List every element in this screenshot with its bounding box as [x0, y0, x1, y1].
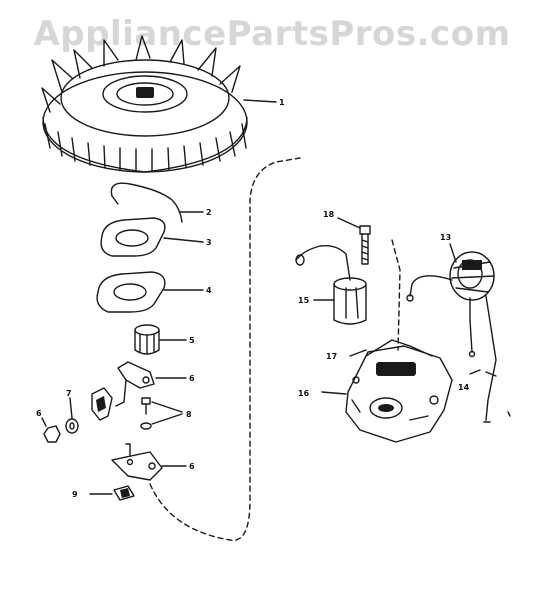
leads[interactable]: 14 — [406, 275, 511, 423]
callout-bracket: 6 — [189, 462, 195, 471]
contact-point[interactable] — [91, 387, 113, 421]
nut[interactable]: 6 — [36, 409, 61, 443]
callout-18: 18 — [323, 210, 335, 219]
callout-4: 4 — [206, 286, 212, 295]
callout-5: 5 — [189, 336, 195, 345]
plate-a[interactable]: 3 — [100, 217, 212, 257]
bracket-lower[interactable]: 6 — [111, 443, 195, 481]
washer[interactable]: 7 — [65, 389, 79, 434]
callout-9: 8 — [186, 410, 192, 419]
coil[interactable]: 13 — [440, 233, 495, 301]
callout-7: 7 — [66, 389, 72, 398]
callout-1: 1 — [279, 98, 285, 107]
flywheel[interactable]: 1 — [41, 35, 285, 173]
callout-3: 3 — [206, 238, 212, 247]
callout-17: 17 — [326, 352, 337, 361]
callout-6: 6 — [189, 374, 195, 383]
breaker-arm[interactable]: 6 — [115, 361, 195, 407]
callout-16: 16 — [298, 389, 310, 398]
spring[interactable]: 2 — [110, 182, 212, 223]
callout-10: 9 — [72, 490, 78, 499]
callout-14: 14 — [458, 383, 470, 392]
breaker-box[interactable]: 16 — [298, 339, 453, 443]
callout-15: 15 — [298, 296, 310, 305]
screw-top[interactable]: 18 — [323, 210, 371, 265]
clip[interactable]: 9 — [72, 485, 135, 501]
plate-b[interactable]: 4 — [96, 271, 212, 313]
cam-sleeve[interactable]: 5 — [134, 324, 195, 355]
callout-13: 13 — [440, 233, 451, 242]
callout-2: 2 — [206, 208, 212, 217]
condenser[interactable]: 15 — [295, 244, 367, 325]
cover[interactable]: 17 — [326, 349, 367, 361]
screws[interactable]: 8 — [140, 397, 192, 430]
callout-8: 6 — [36, 409, 42, 418]
